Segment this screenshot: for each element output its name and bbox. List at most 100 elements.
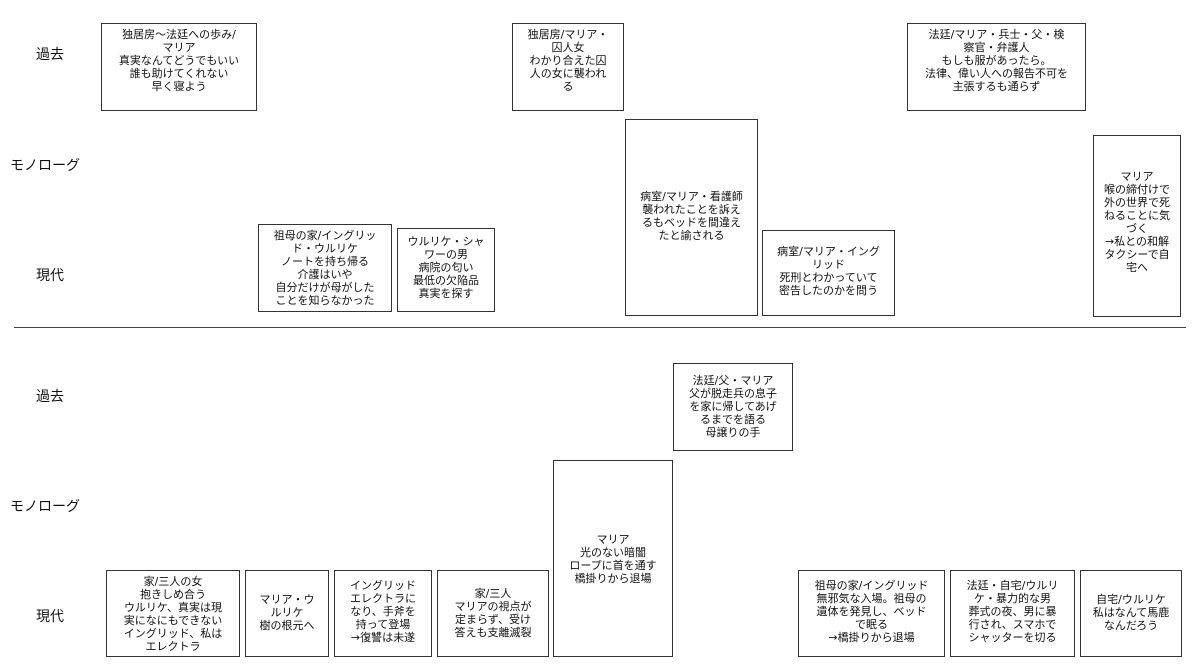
scene-line: →私との和解 — [1104, 235, 1170, 248]
scene-line: 真実なんてどうでもいい — [118, 54, 240, 67]
scene-line: るもベッドを間違え — [642, 216, 741, 229]
scene-line: マリア・ウ — [259, 593, 315, 606]
scene-line: 独居房〜法廷への歩み/ — [122, 28, 236, 41]
scene-line: リッド — [812, 258, 845, 271]
scene-line: 最低の欠陥品 — [413, 274, 479, 287]
scene-box: 祖母の家/イングリッ ド・ウルリケ ノートを持ち帰る 介護はいや 自分だけが母が… — [258, 224, 392, 312]
scene-line: 誰も助けてくれない — [129, 67, 229, 80]
scene-box: 家/三人の女 抱きしめ合う ウルリケ、真実は現 実になにもできない イングリッド… — [106, 570, 240, 657]
scene-line: 介護はいや — [297, 268, 353, 281]
scene-line: 囚人女 — [551, 41, 585, 54]
scene-line: ウルリケ・シャ — [407, 235, 485, 248]
scene-line: エレクトラに — [350, 592, 416, 605]
scene-line: ルリケ — [270, 606, 304, 619]
scene-line: 襲われたことを訴え — [642, 203, 741, 216]
scene-line: ケ・暴力的な男 — [974, 592, 1051, 605]
scene-line: ワーの男 — [424, 248, 468, 261]
scene-line: 祖母の家/イングリッ — [273, 229, 377, 242]
scene-line: マリアの視点が — [454, 600, 532, 613]
scene-line: なり、手斧を — [350, 605, 416, 618]
scene-line: 私はなんて馬鹿 — [1092, 606, 1170, 619]
scene-line: ことを知らなかった — [275, 294, 375, 307]
scene-box: マリア 光のない暗闇 ロープに首を通す 橋掛りから退場 — [553, 460, 673, 657]
scene-line: で眠る — [855, 618, 888, 631]
scene-line: ロープに首を通す — [569, 559, 657, 572]
scene-line: づく — [1126, 222, 1148, 235]
scene-line: 喉の締付けで — [1104, 183, 1170, 196]
scene-line: ノートを持ち帰る — [281, 255, 369, 268]
scene-line: る — [562, 80, 574, 93]
scene-line: 法廷・自宅/ウルリ — [966, 579, 1059, 592]
scene-line: 早く寝よう — [151, 80, 207, 93]
scene-line: 抱きしめ合う — [140, 588, 206, 601]
row-label-past: 過去 — [36, 389, 64, 405]
scene-box: 法廷/父・マリア 父が脱走兵の息子 を家に帰してあげ るまでを語る 母譲りの手 — [673, 363, 793, 451]
row-label-present: 現代 — [36, 268, 64, 284]
scene-line: 葬式の夜、男に暴 — [968, 605, 1057, 618]
scene-line: エレクトラ — [145, 640, 201, 653]
scene-line: 自宅/ウルリケ — [1096, 593, 1166, 606]
scene-line: ウルリケ、真実は現 — [123, 601, 223, 614]
scene-line: 答えも支離滅裂 — [454, 626, 532, 639]
scene-line: 宅へ — [1126, 261, 1148, 274]
scene-line: 家/三人 — [474, 587, 512, 600]
scene-line: なんだろう — [1103, 619, 1159, 632]
scene-line: イングリッド、私は — [123, 627, 223, 640]
scene-box: 病室/マリア・看護師 襲われたことを訴え るもベッドを間違え たと諭される — [625, 119, 758, 316]
row-label-monologue: モノローグ — [10, 158, 80, 174]
scene-line: 独居房/マリア・ — [527, 28, 609, 41]
row-label-monologue: モノローグ — [10, 499, 80, 515]
scene-line: 樹の根元へ — [259, 619, 315, 632]
scene-line: 光のない暗闇 — [580, 546, 646, 559]
scene-line: もしも服があったら。 — [941, 54, 1052, 67]
scene-line: →復讐は未遂 — [350, 631, 416, 644]
scene-box: 病室/マリア・イング リッド 死刑とわかっていて 密告したのかを問う — [762, 230, 895, 316]
scene-line: ド・ウルリケ — [292, 242, 358, 255]
scene-line: 法廷/マリア・兵士・父・検 — [928, 28, 1065, 41]
scene-box: イングリッド エレクトラに なり、手斧を 持って登場 →復讐は未遂 — [334, 570, 432, 657]
scene-line: マリア — [1120, 170, 1154, 183]
scene-line: タクシーで自 — [1104, 248, 1170, 261]
scene-line: 家/三人の女 — [143, 575, 203, 588]
scene-box: マリア 喉の締付けで 外の世界で死 ねることに気 づく →私との和解 タクシーで… — [1093, 135, 1181, 317]
scene-line: 行され、スマホで — [968, 618, 1057, 631]
scene-line: たと諭される — [658, 229, 725, 242]
scene-line: ねることに気 — [1104, 209, 1170, 222]
scene-line: 定まらず、受け — [454, 613, 531, 626]
scene-box: 法廷・自宅/ウルリ ケ・暴力的な男 葬式の夜、男に暴 行され、スマホで シャッタ… — [950, 570, 1075, 657]
scene-line: 法律、偉い人への報告不可を — [925, 67, 1068, 80]
panel-divider — [14, 327, 1186, 328]
scene-line: わかり合えた囚 — [529, 54, 607, 67]
scene-line: 外の世界で死 — [1104, 196, 1170, 209]
row-label-present: 現代 — [36, 609, 64, 625]
scene-line: 父が脱走兵の息子 — [689, 387, 777, 400]
scene-line: 人の女に襲われ — [529, 67, 607, 80]
scene-box: ウルリケ・シャ ワーの男 病院の匂い 最低の欠陥品 真実を探す — [397, 228, 495, 312]
scene-line: 病室/マリア・イング — [777, 245, 880, 258]
scene-box: 家/三人 マリアの視点が 定まらず、受け 答えも支離滅裂 — [437, 570, 549, 657]
scene-line: 主張するも通らず — [952, 80, 1041, 93]
scene-line: 無邪気な入場。祖母の — [816, 592, 927, 605]
scene-line: を家に帰してあげ — [689, 400, 777, 413]
scene-line: 自分だけが母がした — [275, 281, 375, 294]
scene-box: マリア・ウ ルリケ 樹の根元へ — [245, 570, 329, 657]
scene-line: 察官・弁護人 — [963, 41, 1030, 54]
scene-box: 独居房〜法廷への歩み/ マリア 真実なんてどうでもいい 誰も助けてくれない 早く… — [101, 23, 257, 111]
scene-line: マリア — [596, 533, 630, 546]
scene-line: 持って登場 — [355, 618, 411, 631]
scene-box: 祖母の家/イングリッド 無邪気な入場。祖母の 遺体を発見し、ベッド で眠る →橋… — [798, 570, 945, 657]
scene-box: 法廷/マリア・兵士・父・検 察官・弁護人 もしも服があったら。 法律、偉い人への… — [907, 23, 1086, 111]
scene-line: 遺体を発見し、ベッド — [816, 605, 927, 618]
scene-line: 祖母の家/イングリッド — [814, 579, 929, 592]
scene-line: 法廷/父・マリア — [692, 374, 774, 387]
row-label-past: 過去 — [36, 47, 64, 63]
scene-line: シャッターを切る — [968, 631, 1057, 644]
scene-box: 独居房/マリア・ 囚人女 わかり合えた囚 人の女に襲われ る — [512, 23, 624, 111]
scene-line: イングリッド — [350, 579, 416, 592]
scene-line: 母譲りの手 — [705, 426, 761, 439]
scene-line: 病院の匂い — [418, 261, 474, 274]
scene-line: 密告したのかを問う — [779, 284, 878, 297]
scene-line: 真実を探す — [418, 287, 474, 300]
scene-line: 橋掛りから退場 — [574, 572, 652, 585]
scene-line: るまでを語る — [700, 413, 766, 426]
